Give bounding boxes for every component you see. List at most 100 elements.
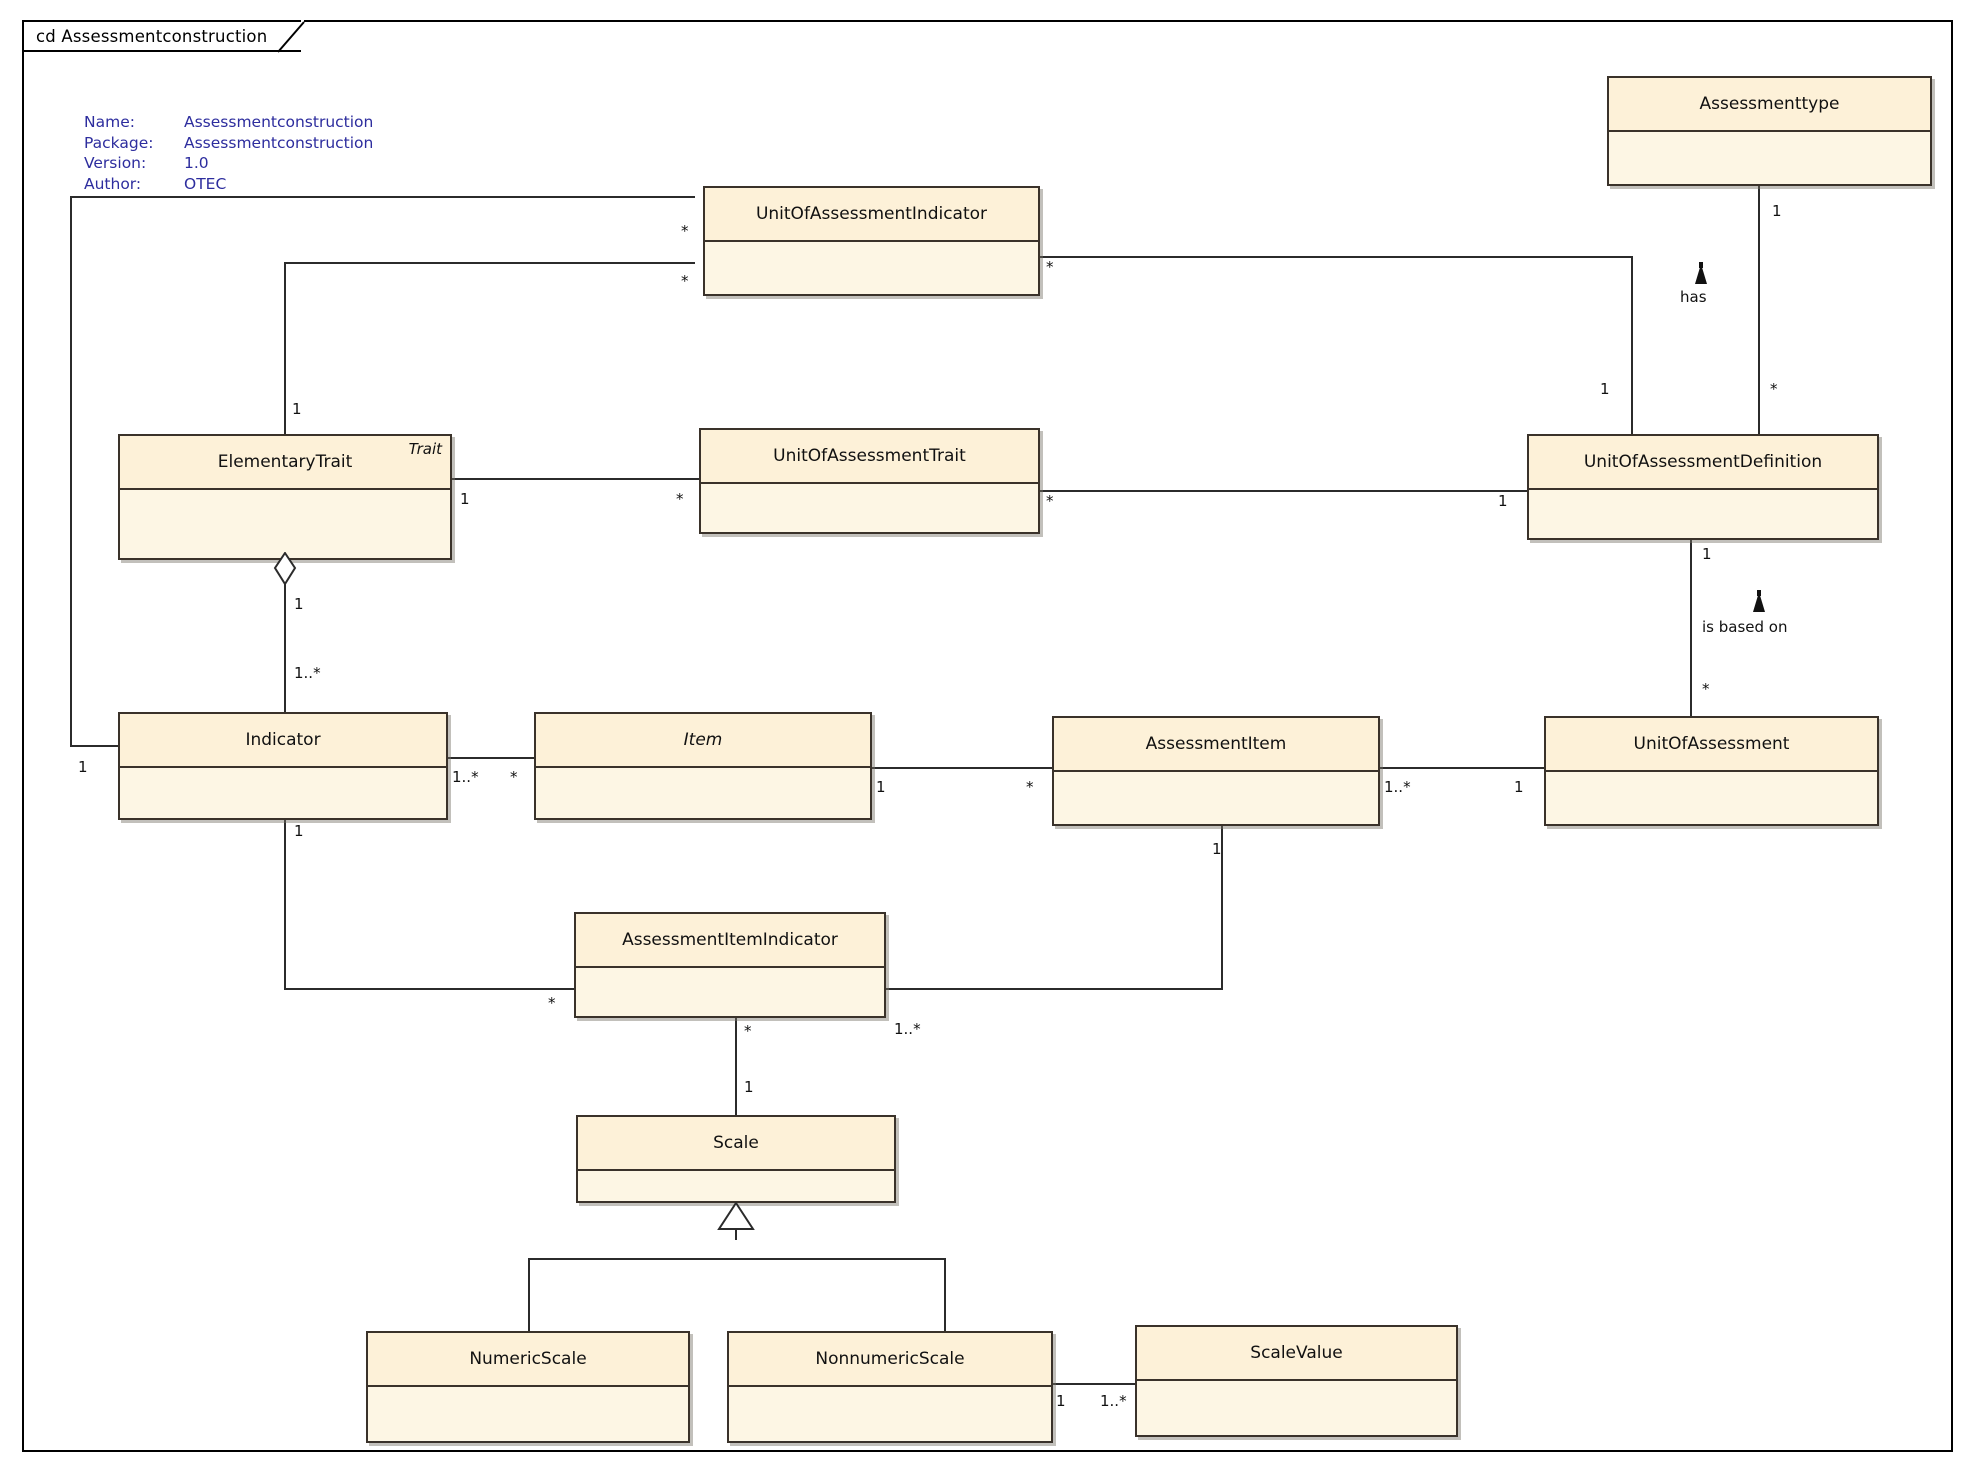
line-indicator-to-item — [448, 757, 534, 759]
meta-name-value: Assessmentconstruction — [184, 113, 374, 131]
association-label-is-based-on: is based on — [1702, 618, 1788, 636]
meta-name-key: Name: — [84, 113, 135, 131]
line-elementarytrait-aggregation-indicator — [284, 560, 286, 718]
class-box-elementarytrait[interactable]: ElementaryTrait Trait — [118, 434, 452, 560]
line-elementarytrait-to-uoatrait — [452, 478, 699, 480]
multiplicity-aii-scale-top: * — [744, 1022, 752, 1040]
line-nonnumericscale-to-scalevalue — [1053, 1383, 1135, 1385]
class-box-numericscale[interactable]: NumericScale — [366, 1331, 690, 1443]
class-title-assessmentitemindicator: AssessmentItemIndicator — [576, 914, 884, 968]
multiplicity-uoadefinition-trait-side: 1 — [1498, 492, 1508, 510]
multiplicity-assessmentitem-bottom: 1 — [1212, 840, 1222, 858]
frame-tab-slant-icon — [278, 21, 305, 53]
multiplicity-assessmenttype-bottom: * — [1770, 380, 1778, 398]
association-label-has: has — [1680, 288, 1707, 306]
multiplicity-trait-aggregation-one: 1 — [294, 595, 304, 613]
class-title-unitofassessmentdefinition: UnitOfAssessmentDefinition — [1529, 436, 1877, 490]
multiplicity-uoaindicator-right: * — [1046, 258, 1054, 276]
class-attributes-scale — [578, 1171, 894, 1201]
class-box-unitofassessment[interactable]: UnitOfAssessment — [1544, 716, 1879, 826]
diagram-metadata: Name: Assessmentconstruction Package: As… — [84, 112, 373, 194]
class-title-unitofassessmentindicator: UnitOfAssessmentIndicator — [705, 188, 1038, 242]
multiplicity-unitofassessment-left: 1 — [1514, 778, 1524, 796]
multiplicity-assessmentitemindicator-left: * — [548, 994, 556, 1012]
line-indicator-to-aii-vertical — [284, 800, 286, 988]
is-based-on-direction-arrow-icon — [1753, 590, 1765, 612]
class-box-nonnumericscale[interactable]: NonnumericScale — [727, 1331, 1053, 1443]
class-title-unitofassessmenttrait: UnitOfAssessmentTrait — [701, 430, 1038, 484]
multiplicity-assessmentitem-left: * — [1026, 778, 1034, 796]
multiplicity-trait-aggregation-many: 1..* — [294, 664, 321, 682]
class-title-assessmentitem: AssessmentItem — [1054, 718, 1378, 772]
line-assessmentitem-to-uoa — [1380, 767, 1544, 769]
multiplicity-assessmenttype-top: 1 — [1772, 202, 1782, 220]
line-generalization-to-numericscale — [528, 1258, 530, 1331]
class-title-numericscale: NumericScale — [368, 1333, 688, 1387]
class-attributes-unitofassessmentindicator — [705, 242, 1038, 294]
class-attributes-assessmentitemindicator — [576, 968, 884, 1016]
class-title-indicator: Indicator — [120, 714, 446, 768]
class-title-elementarytrait: ElementaryTrait — [120, 436, 450, 490]
class-box-assessmentitem[interactable]: AssessmentItem — [1052, 716, 1380, 826]
line-uoaindicator-to-uoadefinition-vertical — [1631, 256, 1633, 441]
class-box-scalevalue[interactable]: ScaleValue — [1135, 1325, 1458, 1437]
multiplicity-elementarytrait-top: 1 — [292, 400, 302, 418]
meta-row-name: Name: Assessmentconstruction — [84, 112, 373, 133]
line-indicator-to-aii-horizontal — [284, 988, 574, 990]
class-box-assessmentitemindicator[interactable]: AssessmentItemIndicator — [574, 912, 886, 1018]
class-box-unitofassessmentindicator[interactable]: UnitOfAssessmentIndicator — [703, 186, 1040, 296]
class-attributes-nonnumericscale — [729, 1387, 1051, 1441]
class-attributes-unitofassessmenttrait — [701, 484, 1038, 532]
frame-tab: cd Assessmentconstruction — [22, 20, 302, 52]
class-attributes-unitofassessmentdefinition — [1529, 490, 1877, 538]
class-attributes-numericscale — [368, 1387, 688, 1441]
generalization-triangle-icon — [717, 1202, 755, 1230]
multiplicity-indicator-bottom: 1 — [294, 822, 304, 840]
class-attributes-assessmentitem — [1054, 772, 1378, 824]
meta-package-key: Package: — [84, 133, 154, 152]
meta-version-value: 1.0 — [184, 154, 209, 172]
class-box-item[interactable]: Item — [534, 712, 872, 820]
class-attributes-elementarytrait — [120, 490, 450, 558]
class-box-assessmenttype[interactable]: Assessmenttype — [1607, 76, 1932, 186]
class-box-unitofassessmentdefinition[interactable]: UnitOfAssessmentDefinition — [1527, 434, 1879, 540]
class-box-scale[interactable]: Scale — [576, 1115, 896, 1203]
frame-top-right-segment — [304, 20, 1953, 22]
multiplicity-uoadefinition-indicator-side: 1 — [1600, 380, 1610, 398]
meta-author-key: Author: — [84, 174, 142, 193]
multiplicity-elementarytrait-right: 1 — [460, 490, 470, 508]
class-title-scale: Scale — [578, 1117, 894, 1171]
line-scale-generalization-bar — [528, 1258, 946, 1260]
meta-package-value: Assessmentconstruction — [184, 133, 374, 152]
line-generalization-to-nonnumericscale — [944, 1258, 946, 1331]
class-owner-tag-trait: Trait — [408, 440, 442, 458]
class-attributes-unitofassessment — [1546, 772, 1877, 824]
multiplicity-uoaindicator-left-bottom: * — [681, 272, 689, 290]
class-box-unitofassessmenttrait[interactable]: UnitOfAssessmentTrait — [699, 428, 1040, 534]
line-indicator-to-uoaindicator-top — [70, 196, 695, 198]
has-direction-arrow-icon — [1695, 262, 1707, 284]
line-aii-to-assessmentitem-vertical — [1221, 812, 1223, 990]
multiplicity-uoatrait-left: * — [676, 490, 684, 508]
multiplicity-indicator-right: 1..* — [452, 768, 479, 786]
class-title-item: Item — [536, 714, 870, 768]
multiplicity-scalevalue-left: 1..* — [1100, 1392, 1127, 1410]
line-uoadefinition-to-uoa — [1690, 529, 1692, 724]
meta-row-package: Package: Assessmentconstruction — [84, 133, 373, 154]
class-title-scalevalue: ScaleValue — [1137, 1327, 1456, 1381]
multiplicity-uoadefinition-based-top: 1 — [1702, 545, 1712, 563]
multiplicity-aii-scale-bottom: 1 — [744, 1078, 754, 1096]
meta-row-version: Version: 1.0 — [84, 153, 373, 174]
class-title-nonnumericscale: NonnumericScale — [729, 1333, 1051, 1387]
line-indicator-to-uoaindicator-vertical — [70, 196, 72, 746]
multiplicity-uoaindicator-left-top: * — [681, 222, 689, 240]
line-uoaindicator-to-uoadefinition-horizontal — [1040, 256, 1633, 258]
line-aii-to-scale — [735, 1018, 737, 1115]
class-box-indicator[interactable]: Indicator — [118, 712, 448, 820]
class-attributes-scalevalue — [1137, 1381, 1456, 1435]
diagram-frame — [22, 20, 1953, 1452]
multiplicity-nonnumericscale-right: 1 — [1056, 1392, 1066, 1410]
line-assessmenttype-to-uoadefinition — [1758, 186, 1760, 441]
line-indicator-to-uoaindicator-bottom — [70, 745, 118, 747]
